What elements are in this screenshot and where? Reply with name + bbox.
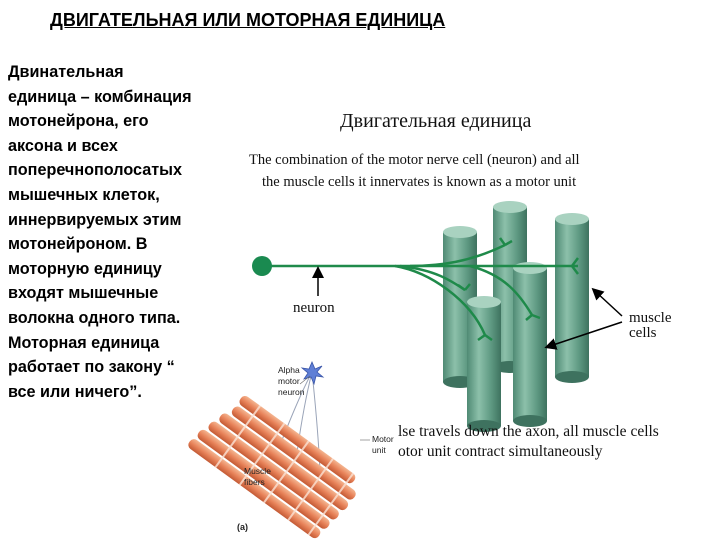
inset-figure: Alpha motor neuron Motor unit Muscle fib…	[188, 356, 398, 539]
panel-label: (a)	[237, 522, 248, 532]
page-title: ДВИГАТЕЛЬНАЯ ИЛИ МОТОРНАЯ ЕДИНИЦА	[50, 10, 446, 30]
axon-branch-lower	[394, 264, 487, 336]
muscle-label-line2: cells	[629, 325, 657, 341]
muscle-cell-5	[467, 296, 501, 432]
muscle-label-line1: muscle	[629, 310, 672, 326]
muscle-pointer-upper	[591, 287, 623, 317]
alpha-label-line3: neuron	[278, 387, 305, 397]
figure-caption-line1: The combination of the motor nerve cell …	[249, 152, 580, 168]
bottom-caption-line2: otor unit contract simultaneously	[398, 443, 603, 460]
alpha-label-line2: motor	[278, 376, 300, 386]
figure-caption-line2: the muscle cells it innervates is known …	[262, 174, 576, 190]
axon-branch-right	[469, 264, 534, 316]
bottom-caption-line1: lse travels down the axon, all muscle ce…	[398, 423, 659, 440]
muscle-pointer-lower	[544, 321, 623, 350]
muscle-cell-4	[513, 262, 547, 427]
motor-neuron	[262, 237, 579, 342]
axon-branch-upper	[409, 243, 506, 268]
muscle-fibers-label-line1: Muscle	[244, 466, 271, 476]
description-text: Двинательная единица – комбинация мотоне…	[8, 63, 192, 401]
alpha-neuron-icon	[300, 360, 325, 386]
muscle-fibers-label-line2: fibers	[244, 477, 265, 487]
figure-heading: Двигательная единица	[340, 110, 531, 132]
neuron-label: neuron	[293, 300, 335, 316]
motor-unit-label-line2: unit	[372, 445, 386, 455]
neuron-soma	[252, 256, 272, 276]
alpha-label-line1: Alpha	[278, 365, 300, 375]
muscle-cells	[443, 201, 589, 432]
motor-unit-label-line1: Motor	[372, 434, 394, 444]
muscle-fiber-bundle	[188, 395, 356, 539]
muscle-cell-2	[555, 213, 589, 383]
